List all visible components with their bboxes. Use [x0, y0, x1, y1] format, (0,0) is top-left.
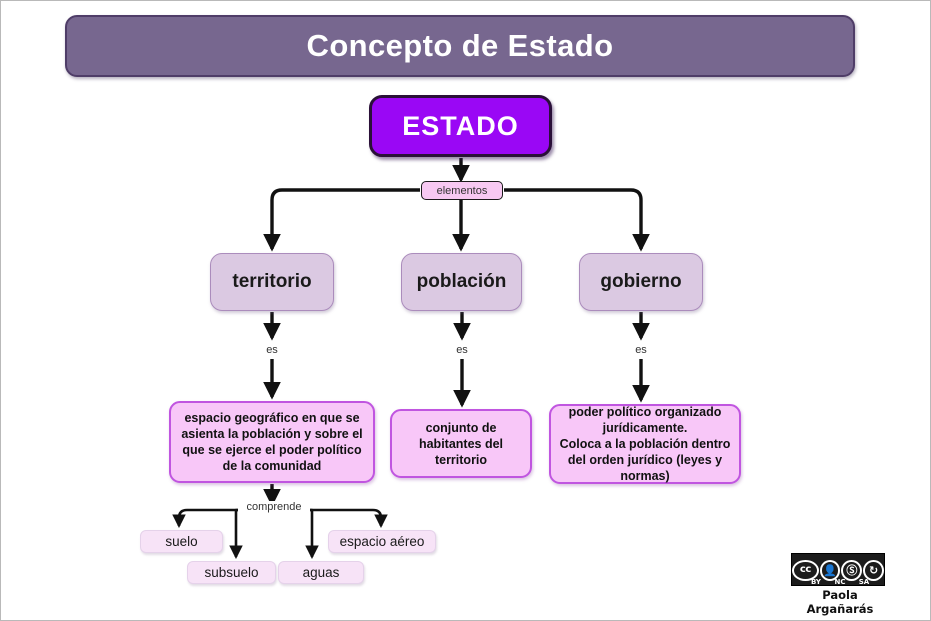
cc-logo-icon: cc [792, 559, 819, 581]
cc-sa-share-alike-icon: ↻ [863, 559, 884, 581]
node-definicion-territorio[interactable]: espacio geográfico en que se asienta la … [169, 401, 375, 483]
connector-label-elementos-text: elementos [436, 184, 488, 197]
license-nc-label: NC [834, 578, 846, 586]
node-gobierno[interactable]: gobierno [579, 253, 703, 311]
license-sa-label: SA [858, 578, 870, 586]
node-definicion-poblacion-label: conjunto de habitantes del territorio [418, 420, 504, 467]
node-aguas[interactable]: aguas [278, 561, 364, 584]
node-estado[interactable]: ESTADO [369, 95, 552, 157]
node-definicion-territorio-label: espacio geográfico en que se asienta la … [181, 411, 363, 473]
connector-label-es-poblacion: es [447, 344, 477, 356]
node-poblacion[interactable]: población [401, 253, 522, 311]
connector-label-elementos: elementos [421, 181, 503, 200]
page-title: Concepto de Estado [306, 28, 614, 63]
connector-label-es-gobierno: es [626, 344, 656, 356]
author-credit: Paola Argañarás [806, 588, 874, 616]
node-estado-label: ESTADO [402, 110, 519, 141]
node-espacio-aereo-label: espacio aéreo [339, 534, 425, 549]
node-territorio-label: territorio [232, 271, 312, 292]
connector-label-comprende: comprende [239, 501, 309, 513]
node-subsuelo-label: subsuelo [204, 565, 259, 580]
node-definicion-gobierno[interactable]: poder político organizado jurídicamente.… [549, 404, 741, 484]
license-by-label: BY [810, 578, 822, 586]
node-subsuelo[interactable]: subsuelo [187, 561, 276, 584]
node-espacio-aereo[interactable]: espacio aéreo [328, 530, 436, 553]
creative-commons-badge-icon[interactable]: cc 👤 Ⓢ ↻ [791, 553, 885, 586]
license-block: cc 👤 Ⓢ ↻ BY NC SA Paola Argañarás [791, 553, 889, 616]
node-suelo-label: suelo [165, 534, 198, 549]
node-definicion-poblacion[interactable]: conjunto de habitantes del territorio [390, 409, 532, 478]
node-aguas-label: aguas [302, 565, 340, 580]
cc-by-person-icon: 👤 [819, 559, 841, 581]
license-abbreviations: BY NC SA [791, 578, 889, 586]
node-definicion-gobierno-label: poder político organizado jurídicamente.… [559, 405, 731, 483]
node-territorio[interactable]: territorio [210, 253, 334, 311]
node-poblacion-label: población [416, 271, 507, 292]
cc-nc-crossed-dollar-icon: Ⓢ [841, 559, 863, 581]
connector-label-es-territorio: es [257, 344, 287, 356]
node-suelo[interactable]: suelo [140, 530, 223, 553]
diagram-title-banner: Concepto de Estado [65, 15, 855, 77]
node-gobierno-label: gobierno [600, 271, 682, 292]
